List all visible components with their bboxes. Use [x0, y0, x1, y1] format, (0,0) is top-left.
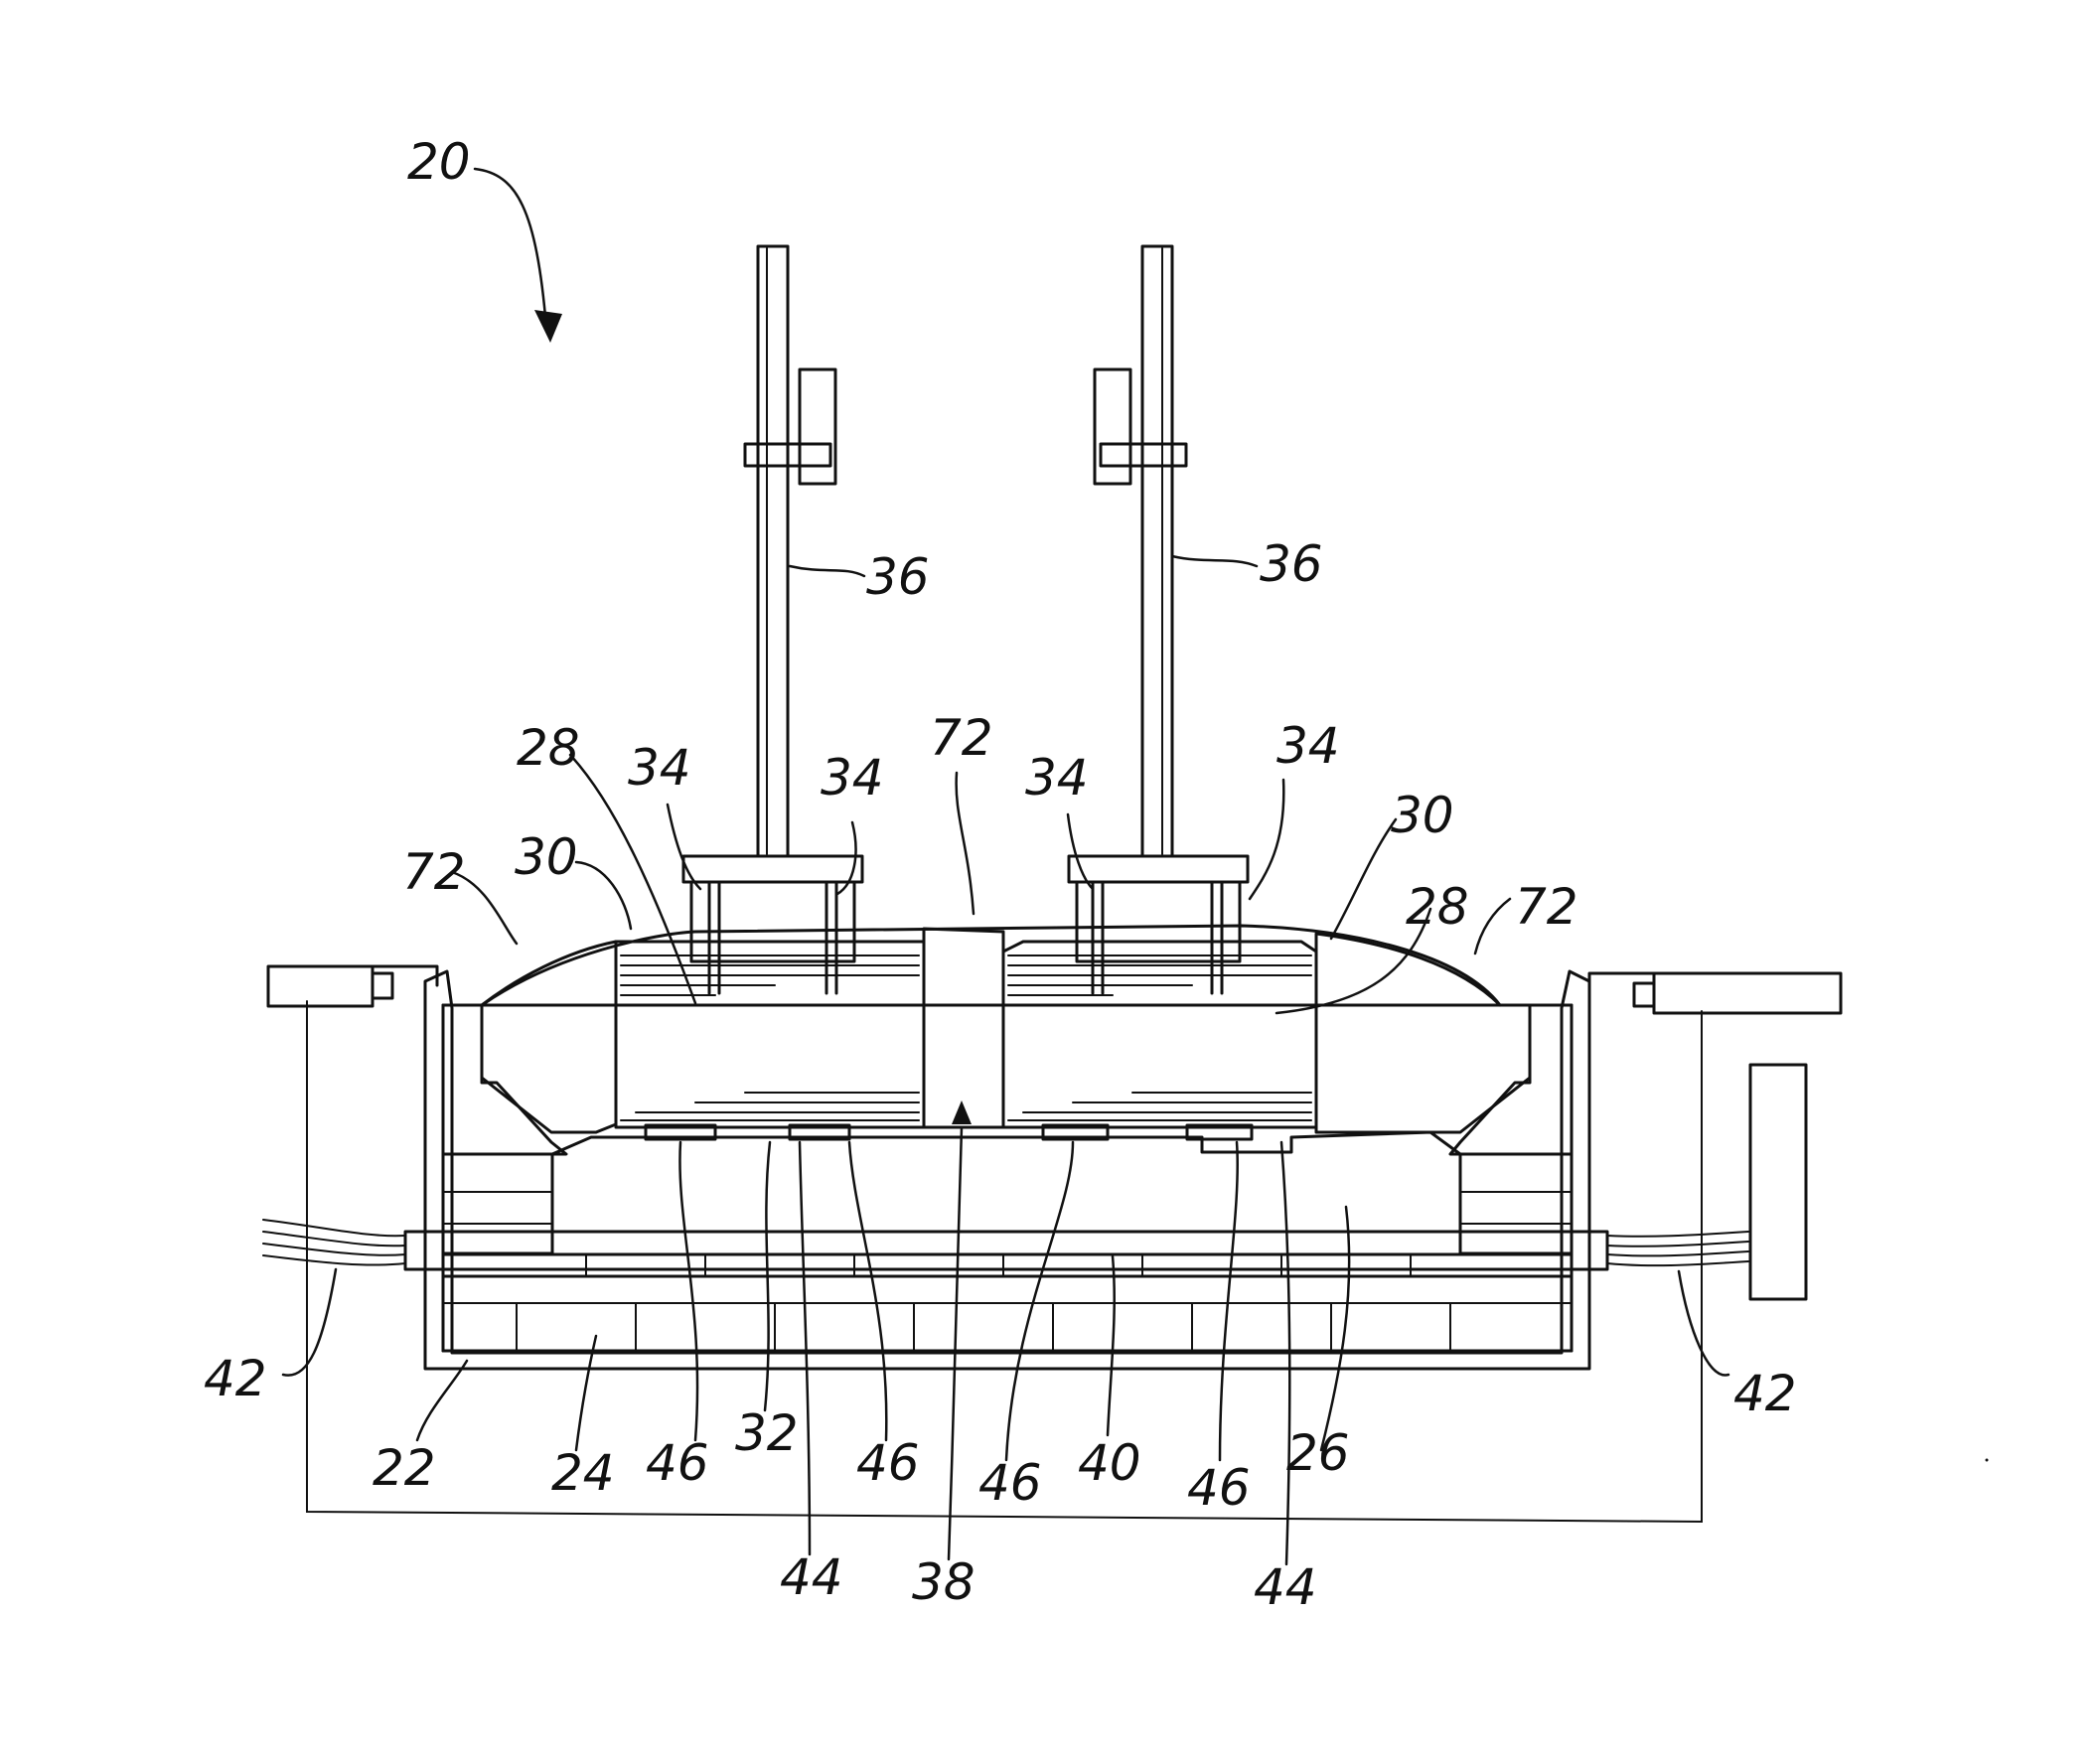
cathode-block — [552, 1132, 1460, 1232]
speck — [1986, 1459, 1989, 1462]
ref-20: 20 — [407, 133, 471, 191]
ref-36-right: 36 — [1260, 535, 1323, 593]
ref-46-a: 46 — [646, 1434, 709, 1492]
ref-72-left: 72 — [402, 843, 466, 901]
ref-42-right: 42 — [1733, 1365, 1797, 1422]
ref-28-right: 28 — [1406, 878, 1469, 936]
arrow-down-icon — [534, 310, 562, 343]
ref-46-c: 46 — [978, 1454, 1042, 1512]
busbar-wires-right — [1607, 1232, 1748, 1265]
insulation-upper — [443, 1254, 1572, 1276]
ref-34-a: 34 — [628, 739, 691, 797]
ref-42-left: 42 — [204, 1350, 267, 1407]
support-rails — [268, 966, 1841, 1299]
ref-38: 38 — [912, 1553, 975, 1611]
sidewall-lining-right — [1450, 1005, 1572, 1154]
anode-right — [1003, 942, 1316, 1127]
side-bricks-left — [443, 1154, 552, 1253]
busbar-wires-left — [263, 1220, 405, 1265]
crust-center — [924, 929, 1003, 1127]
ref-30-left: 30 — [515, 828, 578, 886]
ref-72-center: 72 — [930, 709, 993, 767]
ref-26: 26 — [1286, 1424, 1350, 1482]
anode-rod-right — [1095, 246, 1186, 856]
ref-44-right: 44 — [1254, 1558, 1317, 1616]
anode-yoke-left — [683, 856, 862, 993]
ref-44-left: 44 — [780, 1548, 843, 1606]
ref-72-right: 72 — [1515, 878, 1578, 936]
ref-30-right: 30 — [1391, 787, 1454, 844]
steel-shell — [425, 971, 1589, 1369]
ref-34-c: 34 — [1025, 749, 1089, 807]
sidewall-lining-left — [443, 1005, 566, 1154]
leader-lines — [283, 169, 1728, 1564]
ref-32: 32 — [735, 1404, 799, 1462]
side-bricks-right — [1460, 1154, 1572, 1253]
ref-40: 40 — [1078, 1434, 1141, 1492]
ref-46-d: 46 — [1187, 1459, 1251, 1517]
insulation-bricks — [443, 1276, 1572, 1351]
ref-36-left: 36 — [866, 548, 930, 606]
ref-28-left: 28 — [517, 719, 580, 777]
anode-left — [616, 942, 924, 1127]
anode-yoke-right — [1069, 856, 1248, 993]
arrow-38-icon — [952, 1101, 972, 1124]
ref-34-b: 34 — [821, 749, 884, 807]
side-plate — [1750, 1065, 1806, 1299]
crust-ledge-right — [1316, 934, 1530, 1132]
ref-24: 24 — [551, 1444, 615, 1502]
ref-22: 22 — [373, 1439, 436, 1497]
ref-46-b: 46 — [856, 1434, 920, 1492]
ref-34-d: 34 — [1276, 717, 1340, 775]
